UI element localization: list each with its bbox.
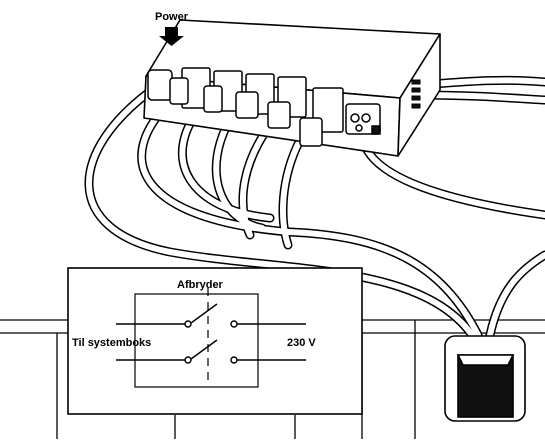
switch-title: Afbryder	[177, 279, 224, 291]
power-label: Power	[155, 11, 189, 23]
right-label: 230 V	[287, 337, 316, 349]
schematic-box: Afbryder Til systemboks 230 V	[67, 267, 363, 415]
plugs	[147, 69, 323, 147]
down-arrow-icon	[159, 27, 184, 46]
power-arrow-group: Power	[155, 11, 189, 46]
side-connectors	[411, 79, 421, 109]
cables-inner	[86, 77, 545, 338]
iec-connector	[345, 103, 381, 135]
rocker-switch-icon	[444, 335, 526, 422]
switch-contacts	[116, 303, 306, 364]
left-label: Til systemboks	[72, 337, 151, 349]
